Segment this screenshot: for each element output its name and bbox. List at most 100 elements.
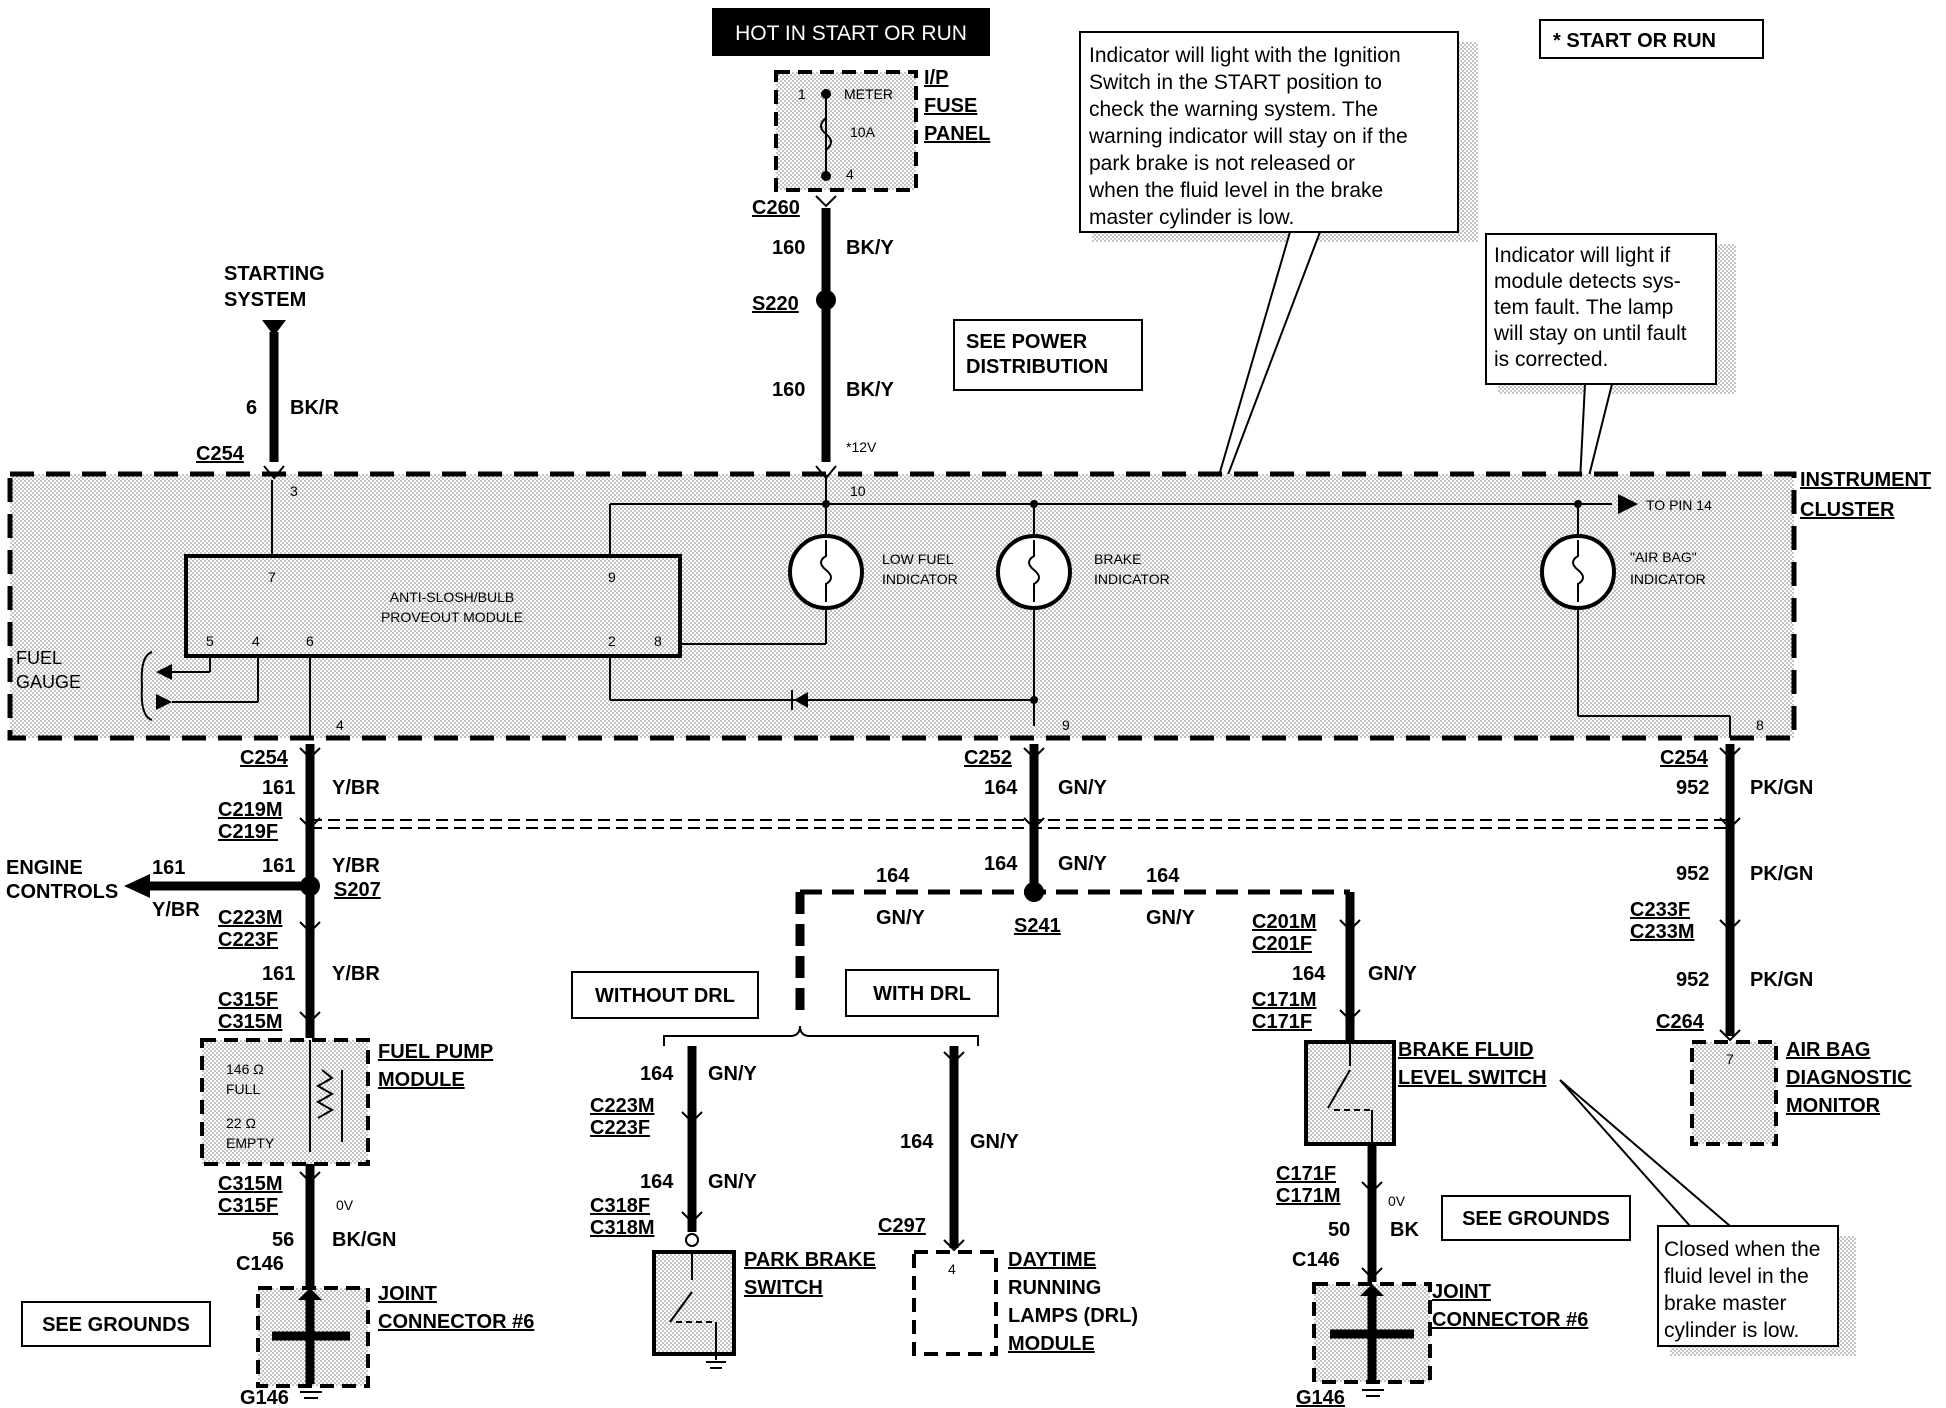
svg-text:C254: C254 (1660, 747, 1709, 769)
svg-text:SWITCH: SWITCH (744, 1277, 823, 1299)
svg-text:160: 160 (772, 237, 805, 259)
svg-text:will stay on until fault: will stay on until fault (1493, 322, 1687, 345)
svg-text:WITH DRL: WITH DRL (873, 983, 971, 1005)
airbag-indicator-lamp: "AIR BAG" INDICATOR (1540, 534, 1706, 610)
svg-text:BK/GN: BK/GN (332, 1229, 396, 1251)
ip-fuse-panel: 1 METER 10A 4 I/P FUSE PANEL (774, 67, 990, 192)
svg-text:* START OR RUN: * START OR RUN (1553, 30, 1716, 52)
airbag-indicator-note: Indicator will light if module detects s… (1485, 233, 1736, 521)
svg-text:Y/BR: Y/BR (332, 963, 380, 985)
connector-chevrons (299, 747, 1741, 1280)
cluster-internal-wiring: 3 10 TO PIN 14 9 8 (140, 475, 1764, 738)
svg-text:952: 952 (1676, 777, 1709, 799)
svg-text:METER: METER (844, 86, 893, 102)
svg-text:CONNECTOR #6: CONNECTOR #6 (1432, 1309, 1588, 1331)
svg-text:Y/BR: Y/BR (332, 777, 380, 799)
with-drl-box: WITH DRL (845, 969, 999, 1017)
see-power-distribution-box: SEE POWER DISTRIBUTION (953, 319, 1143, 391)
svg-text:cylinder is low.: cylinder is low. (1664, 1319, 1799, 1342)
svg-text:161: 161 (262, 777, 295, 799)
svg-text:C254: C254 (196, 443, 245, 465)
svg-text:SEE GROUNDS: SEE GROUNDS (42, 1314, 190, 1336)
svg-text:PANEL: PANEL (924, 123, 990, 145)
svg-text:C260: C260 (752, 197, 800, 219)
svg-text:7: 7 (1726, 1051, 1734, 1067)
svg-text:C233M: C233M (1630, 921, 1694, 943)
svg-text:161: 161 (262, 963, 295, 985)
without-drl-box: WITHOUT DRL (571, 971, 759, 1019)
svg-text:master cylinder is low.: master cylinder is low. (1089, 206, 1294, 229)
svg-text:tem fault. The lamp: tem fault. The lamp (1494, 296, 1673, 319)
starting-system-wire: STARTING SYSTEM 6 BK/R C254 (196, 263, 339, 480)
svg-text:GN/Y: GN/Y (876, 907, 926, 929)
svg-text:161: 161 (262, 855, 295, 877)
brake-indicator-lamp: BRAKE INDICATOR (996, 534, 1170, 610)
svg-text:C171M: C171M (1252, 989, 1316, 1011)
svg-text:INDICATOR: INDICATOR (1094, 571, 1170, 587)
svg-text:G146: G146 (1296, 1387, 1345, 1408)
svg-text:brake master: brake master (1664, 1292, 1787, 1315)
low-fuel-indicator-lamp: LOW FUEL INDICATOR (788, 534, 958, 610)
park-brake-circuit: 164 GN/Y C223M C223F 164 GN/Y C318F C318… (590, 1046, 876, 1369)
svg-text:RUNNING: RUNNING (1008, 1277, 1101, 1299)
svg-text:BK: BK (1390, 1219, 1419, 1241)
svg-text:146 Ω: 146 Ω (226, 1061, 264, 1077)
svg-text:164: 164 (984, 853, 1018, 875)
svg-text:FUSE: FUSE (924, 95, 977, 117)
svg-text:161: 161 (152, 857, 185, 879)
svg-text:50: 50 (1328, 1219, 1350, 1241)
svg-text:164: 164 (640, 1171, 674, 1193)
svg-text:0V: 0V (336, 1197, 354, 1213)
svg-text:WITHOUT DRL: WITHOUT DRL (595, 985, 735, 1007)
svg-text:Indicator will light with the: Indicator will light with the Ignition (1089, 44, 1401, 67)
svg-text:8: 8 (1756, 717, 1764, 733)
svg-text:C254: C254 (240, 747, 289, 769)
svg-text:TO PIN 14: TO PIN 14 (1646, 497, 1712, 513)
svg-text:C318M: C318M (590, 1217, 654, 1239)
svg-text:MODULE: MODULE (378, 1069, 465, 1091)
power-feed-wire: C260 160 BK/Y S220 160 BK/Y *12V (752, 195, 894, 480)
hot-in-start-or-run-label: HOT IN START OR RUN (712, 8, 990, 56)
svg-text:4: 4 (252, 633, 260, 649)
svg-text:PK/GN: PK/GN (1750, 969, 1813, 991)
svg-text:PK/GN: PK/GN (1750, 863, 1813, 885)
svg-text:SEE POWER: SEE POWER (966, 331, 1088, 353)
svg-text:"AIR BAG": "AIR BAG" (1630, 549, 1697, 565)
svg-text:GN/Y: GN/Y (1058, 777, 1108, 799)
svg-text:BRAKE FLUID: BRAKE FLUID (1398, 1039, 1534, 1061)
start-or-run-legend: * START OR RUN (1539, 19, 1764, 59)
svg-text:warning indicator will stay on: warning indicator will stay on if the (1088, 125, 1408, 148)
svg-text:164: 164 (1292, 963, 1326, 985)
svg-text:GN/Y: GN/Y (1058, 853, 1108, 875)
fuel-ground-circuit: C315M C315F 0V 56 BK/GN C146 JOINT CONNE… (218, 1164, 534, 1408)
svg-text:2: 2 (608, 633, 616, 649)
svg-text:BK/Y: BK/Y (846, 379, 894, 401)
svg-text:C223F: C223F (218, 929, 278, 951)
svg-text:check the warning system. The: check the warning system. The (1089, 98, 1378, 121)
svg-text:Indicator will light if: Indicator will light if (1494, 244, 1670, 267)
svg-text:PROVEOUT MODULE: PROVEOUT MODULE (381, 609, 523, 625)
svg-text:C233F: C233F (1630, 899, 1690, 921)
svg-text:BK/Y: BK/Y (846, 237, 894, 259)
svg-text:is corrected.: is corrected. (1494, 348, 1608, 371)
svg-text:AIR BAG: AIR BAG (1786, 1039, 1870, 1061)
svg-text:BRAKE: BRAKE (1094, 551, 1141, 567)
svg-text:C146: C146 (1292, 1249, 1340, 1271)
svg-text:164: 164 (900, 1131, 934, 1153)
svg-text:C219F: C219F (218, 821, 278, 843)
svg-text:C223M: C223M (590, 1095, 654, 1117)
svg-text:I/P: I/P (924, 67, 948, 89)
brake-warning-circuit: C252 164 GN/Y 164 GN/Y S241 164 GN/Y 164… (663, 744, 1355, 1046)
svg-text:S220: S220 (752, 293, 799, 315)
brake-fluid-circuit: C201M C201F 164 GN/Y C171M C171F BRAKE F… (1252, 911, 1588, 1408)
brake-indicator-note: Indicator will light with the Ignition S… (1079, 31, 1478, 576)
svg-text:C315M: C315M (218, 1011, 282, 1033)
svg-text:C315F: C315F (218, 989, 278, 1011)
svg-text:164: 164 (876, 865, 910, 887)
fuel-pump-module: 146 Ω FULL 22 Ω EMPTY FUEL PUMP MODULE (200, 1038, 493, 1166)
svg-text:fluid level in the: fluid level in the (1664, 1265, 1809, 1288)
fluid-switch-note: Closed when the fluid level in the brake… (1559, 1079, 1856, 1356)
svg-text:CONTROLS: CONTROLS (6, 881, 118, 903)
svg-text:C201F: C201F (1252, 933, 1312, 955)
svg-text:9: 9 (1062, 717, 1070, 733)
